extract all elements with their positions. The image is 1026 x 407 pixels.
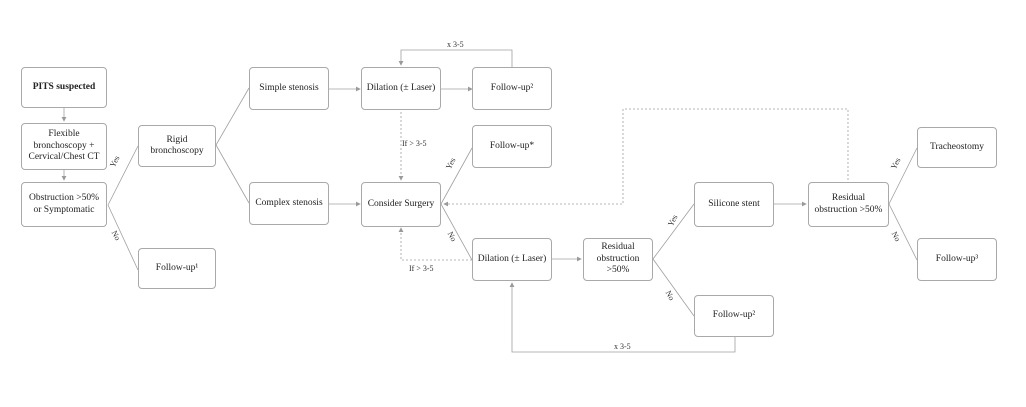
follow-up-2-bottom-box: Follow-up² <box>694 295 774 337</box>
rigid-bronchoscopy-label: Rigid bronchoscopy <box>150 134 204 156</box>
follow-up-2-top-box: Follow-up² <box>472 67 552 110</box>
pits-suspected-box: PITS suspected <box>21 67 107 108</box>
consider-surgery-box: Consider Surgery <box>361 182 441 227</box>
follow-up-1-label: Follow-up¹ <box>155 262 199 273</box>
follow-up-1-box: Follow-up¹ <box>138 248 216 289</box>
residual-obstruction-mid-label: Residual obstruction >50% <box>596 242 640 276</box>
dilation-top-label: Dilation (± Laser) <box>366 82 436 93</box>
silicone-stent-label: Silicone stent <box>708 198 760 209</box>
flexible-bronchoscopy-label: Flexible bronchoscopy + Cervical/Chest C… <box>28 129 100 163</box>
repeat-label-bottom: x 3-5 <box>614 342 631 351</box>
obstruction-box: Obstruction >50% or Symptomatic <box>21 182 107 227</box>
follow-up-star-label: Follow-up* <box>489 140 535 151</box>
rigid-bronchoscopy-box: Rigid bronchoscopy <box>138 125 216 167</box>
residual-obstruction-mid-box: Residual obstruction >50% <box>583 238 653 281</box>
repeat-label-top: x 3-5 <box>447 40 464 49</box>
complex-stenosis-label: Complex stenosis <box>255 197 323 208</box>
follow-up-2-bottom-label: Follow-up² <box>712 310 756 321</box>
if-more-label-top: If > 3-5 <box>402 139 427 148</box>
consider-surgery-label: Consider Surgery <box>367 198 435 209</box>
residual-obstruction-right-label: Residual obstruction >50% <box>814 193 883 215</box>
complex-stenosis-box: Complex stenosis <box>249 182 329 225</box>
pits-suspected-label: PITS suspected <box>32 81 96 92</box>
obstruction-label: Obstruction >50% or Symptomatic <box>28 193 99 215</box>
follow-up-2-top-label: Follow-up² <box>490 82 534 93</box>
simple-stenosis-label: Simple stenosis <box>259 82 319 93</box>
dilation-bottom-label: Dilation (± Laser) <box>477 253 547 264</box>
residual-obstruction-right-box: Residual obstruction >50% <box>808 182 889 227</box>
flexible-bronchoscopy-box: Flexible bronchoscopy + Cervical/Chest C… <box>21 123 107 170</box>
follow-up-star-box: Follow-up* <box>472 125 552 168</box>
simple-stenosis-box: Simple stenosis <box>249 67 329 110</box>
follow-up-3-label: Follow-up³ <box>935 253 979 264</box>
follow-up-3-box: Follow-up³ <box>917 238 997 281</box>
dilation-top-box: Dilation (± Laser) <box>361 67 441 110</box>
silicone-stent-box: Silicone stent <box>694 182 774 227</box>
if-more-label-bottom: If > 3-5 <box>409 264 434 273</box>
tracheostomy-box: Tracheostomy <box>917 127 997 168</box>
tracheostomy-label: Tracheostomy <box>929 141 984 152</box>
dilation-bottom-box: Dilation (± Laser) <box>472 238 552 281</box>
